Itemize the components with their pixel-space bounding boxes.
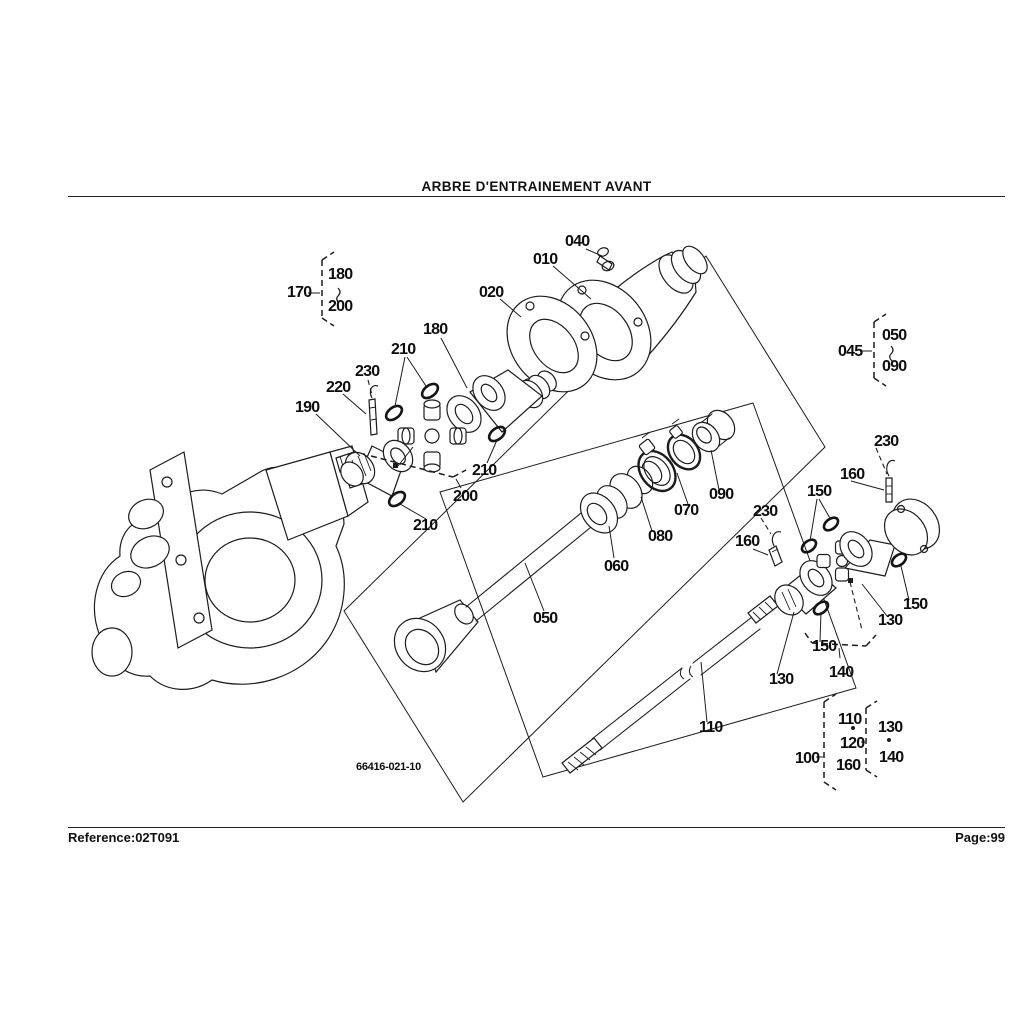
yoke-180 bbox=[446, 369, 557, 433]
part-label-040: 040 bbox=[565, 233, 590, 250]
part-label-170: 170 bbox=[287, 284, 312, 301]
spring-clips-230-right bbox=[771, 459, 896, 547]
part-label-130a: 130 bbox=[878, 612, 903, 629]
part-label-230c: 230 bbox=[753, 503, 778, 520]
part-label-050: 050 bbox=[533, 610, 558, 627]
part-label-150a: 150 bbox=[807, 483, 832, 500]
part-label-120-140: 140 bbox=[879, 749, 904, 766]
clamp-070 bbox=[666, 418, 702, 471]
part-label-045: 045 bbox=[838, 343, 863, 360]
part-label-140: 140 bbox=[829, 664, 854, 681]
part-label-180: 180 bbox=[423, 321, 448, 338]
part-label-060: 060 bbox=[604, 558, 629, 575]
title-rule bbox=[68, 196, 1005, 197]
group-bracket-140 bbox=[804, 632, 877, 659]
part-label-210c: 210 bbox=[413, 517, 438, 534]
outline-box-upper bbox=[343, 255, 826, 803]
gasket-020 bbox=[506, 295, 598, 393]
part-label-100-120: 120 bbox=[840, 735, 865, 752]
part-label-150b: 150 bbox=[903, 596, 928, 613]
part-label-070: 070 bbox=[674, 502, 699, 519]
part-labels: 170 180 200 040 010 020 180 210 230 220 … bbox=[287, 233, 929, 774]
part-label-110: 110 bbox=[699, 719, 723, 736]
boot-060 bbox=[579, 460, 663, 534]
part-label-170-180: 180 bbox=[328, 266, 353, 283]
yoke-130-left bbox=[774, 560, 837, 616]
part-label-220: 220 bbox=[326, 379, 351, 396]
part-label-210a: 210 bbox=[391, 341, 416, 358]
snap-rings-210 bbox=[384, 382, 507, 508]
collar-090 bbox=[691, 409, 736, 453]
leader-lines bbox=[315, 248, 910, 723]
group-bracket-100 bbox=[816, 693, 855, 791]
part-label-190: 190 bbox=[295, 399, 320, 416]
group-bracket-200 bbox=[370, 455, 467, 489]
part-label-100: 100 bbox=[795, 750, 820, 767]
pins-160 bbox=[768, 477, 893, 567]
snap-rings-150 bbox=[800, 516, 908, 616]
part-label-160a: 160 bbox=[840, 466, 865, 483]
page-title: ARBRE D'ENTRAINEMENT AVANT bbox=[421, 179, 652, 194]
footer-rule bbox=[68, 827, 1005, 828]
part-label-120-130: 130 bbox=[878, 719, 903, 736]
part-label-210b: 210 bbox=[472, 462, 497, 479]
part-label-160b: 160 bbox=[735, 533, 760, 550]
part-label-100-110: 110 bbox=[838, 711, 862, 728]
part-label-090: 090 bbox=[709, 486, 734, 503]
clamp-080 bbox=[637, 431, 677, 493]
footer-page-number: Page:99 bbox=[955, 830, 1005, 845]
group-bracket-045 bbox=[860, 313, 894, 387]
group-bracket-170 bbox=[308, 251, 341, 327]
part-label-080: 080 bbox=[648, 528, 673, 545]
yoke-130-right bbox=[839, 498, 941, 577]
part-label-150c: 150 bbox=[812, 638, 837, 655]
shaft-110 bbox=[561, 595, 779, 774]
pin-220 bbox=[368, 398, 378, 436]
part-label-045-090: 090 bbox=[882, 358, 907, 375]
part-label-200: 200 bbox=[453, 488, 478, 505]
bolt-040 bbox=[596, 247, 615, 272]
part-label-130b: 130 bbox=[769, 671, 794, 688]
spider-joint-200 bbox=[397, 399, 467, 473]
yoke-190 bbox=[340, 439, 414, 497]
spring-clip-230-left bbox=[369, 385, 379, 399]
propeller-shaft-050 bbox=[393, 499, 608, 674]
group-bracket-120 bbox=[861, 700, 891, 778]
part-label-230b: 230 bbox=[874, 433, 899, 450]
part-label-230a: 230 bbox=[355, 363, 380, 380]
part-label-010: 010 bbox=[533, 251, 558, 268]
part-label-045-050: 050 bbox=[882, 327, 907, 344]
part-label-100-160: 160 bbox=[836, 757, 861, 774]
drawing-number: 66416-021-10 bbox=[356, 761, 421, 773]
part-label-170-200: 200 bbox=[328, 298, 353, 315]
part-label-020: 020 bbox=[479, 284, 504, 301]
axle-housing bbox=[91, 445, 369, 690]
footer-reference: Reference:02T091 bbox=[68, 830, 180, 845]
